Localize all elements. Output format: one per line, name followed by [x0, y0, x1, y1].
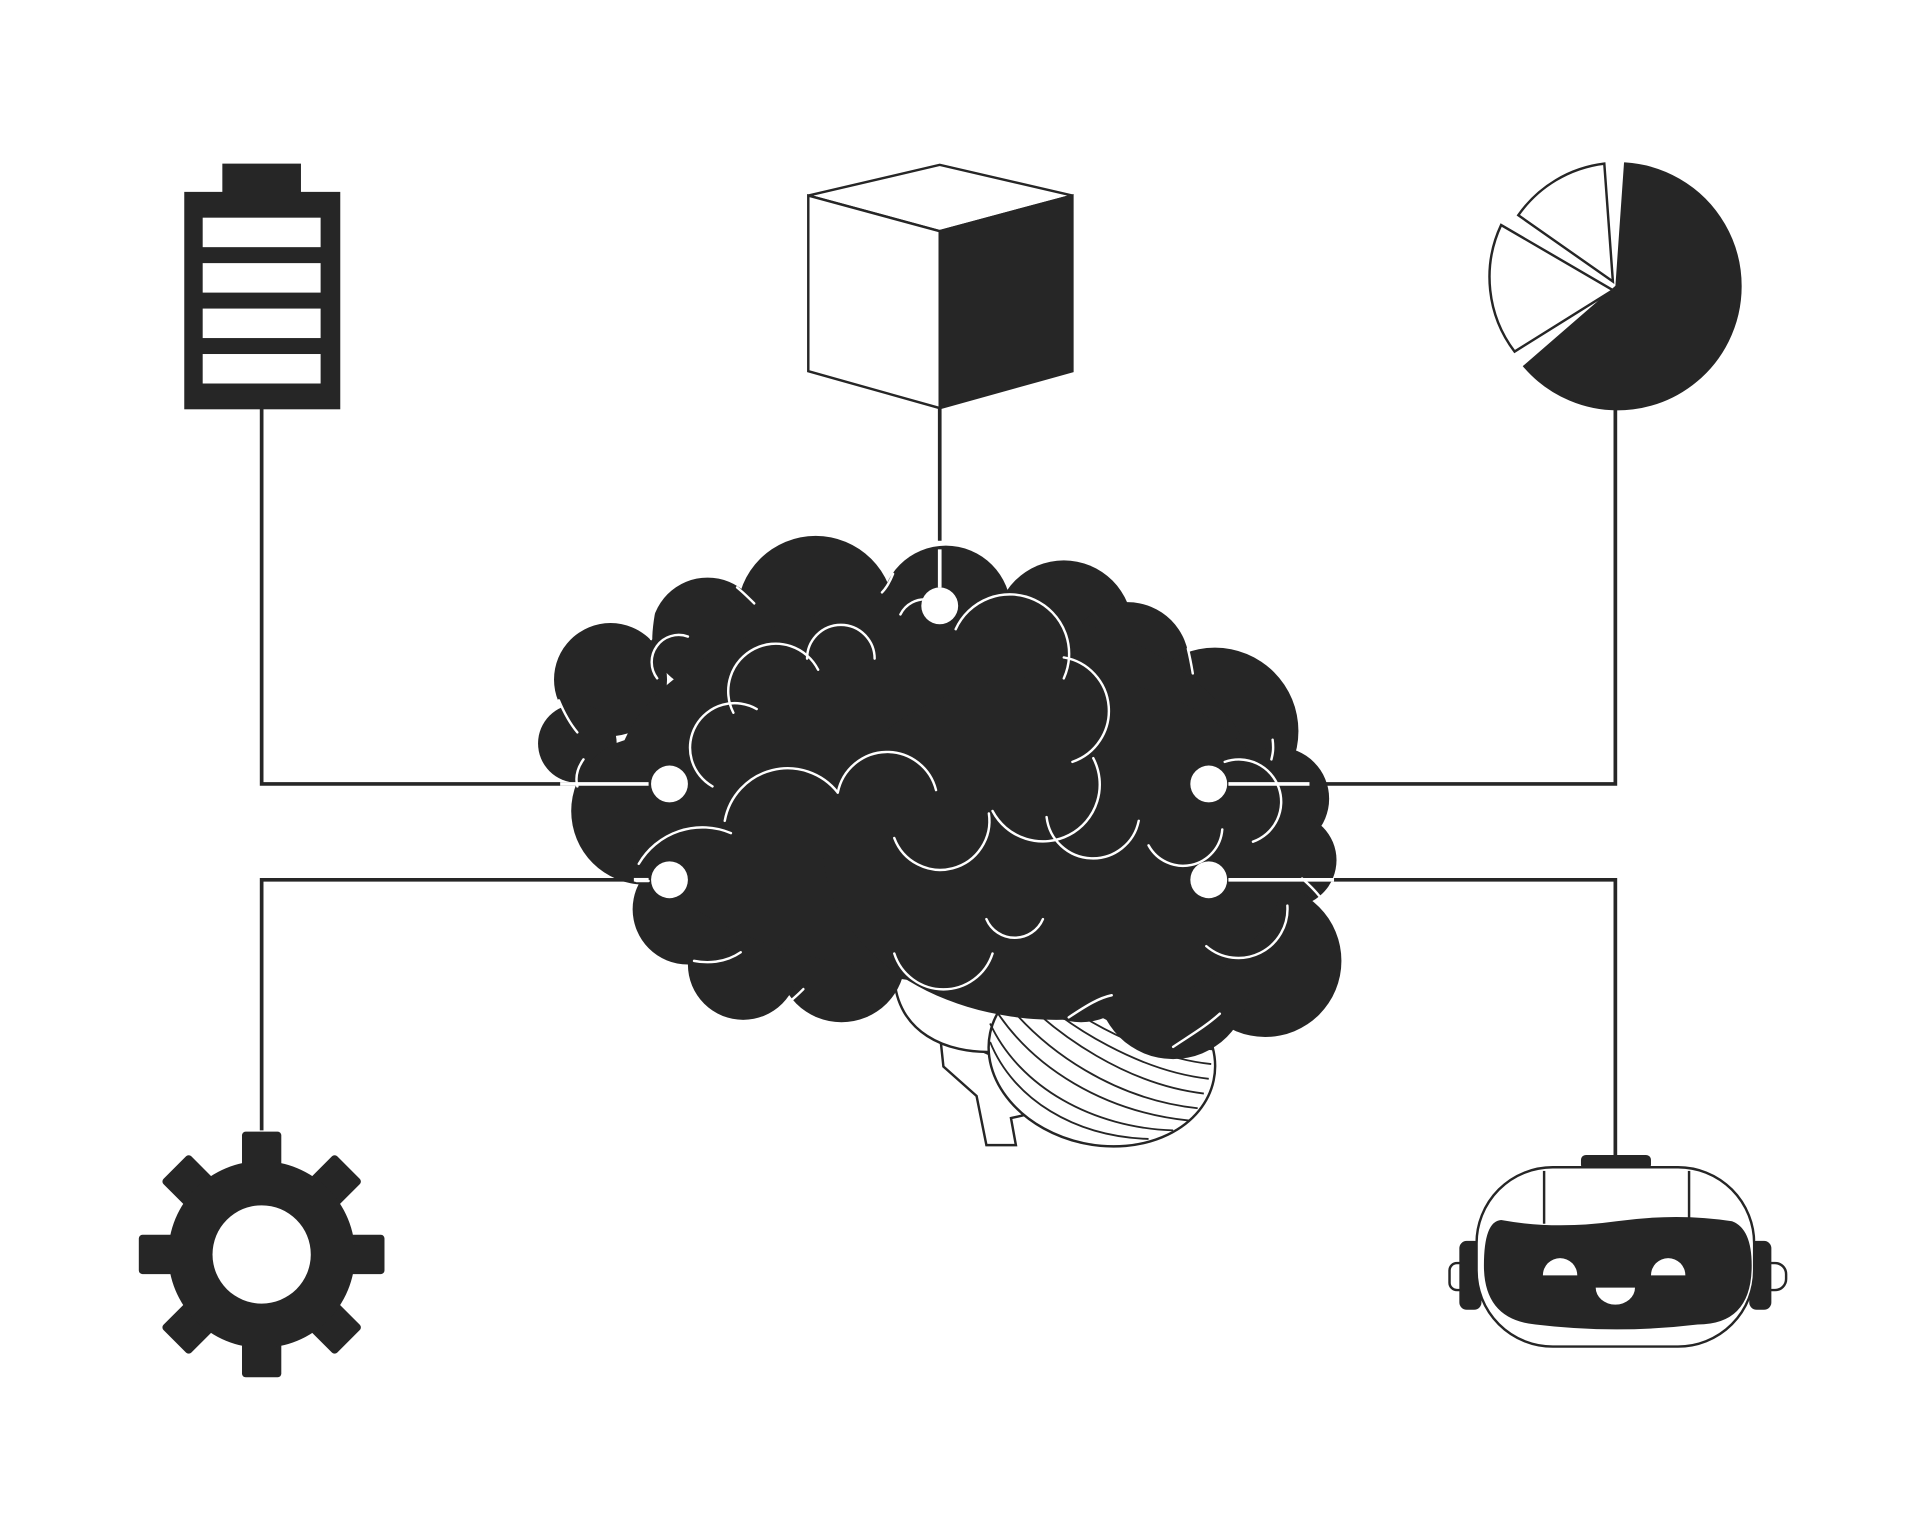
robot-head-icon: [1448, 1154, 1788, 1348]
cerebrum: [538, 535, 1342, 1060]
connector-robot-head: [1308, 877, 1618, 1158]
node-left-upper: [651, 765, 688, 803]
node-right-lower: [1190, 861, 1228, 899]
connector-gear: [259, 877, 645, 1131]
cube-icon: [807, 163, 1074, 410]
node-left-lower: [651, 861, 688, 899]
connector-pie-chart: [1302, 408, 1618, 786]
node-top: [921, 587, 959, 625]
connector-battery: [259, 405, 578, 786]
brain-nodes: [651, 587, 1228, 899]
battery-icon: [184, 163, 341, 410]
connectors: [259, 405, 1618, 1158]
node-right-upper: [1190, 765, 1228, 803]
pie-chart-icon: [1488, 162, 1742, 411]
brain-connectors: [560, 549, 1335, 882]
brain-sulci: [557, 572, 1326, 1049]
brain-icon: [538, 535, 1342, 1148]
gear-icon: [138, 1131, 385, 1378]
